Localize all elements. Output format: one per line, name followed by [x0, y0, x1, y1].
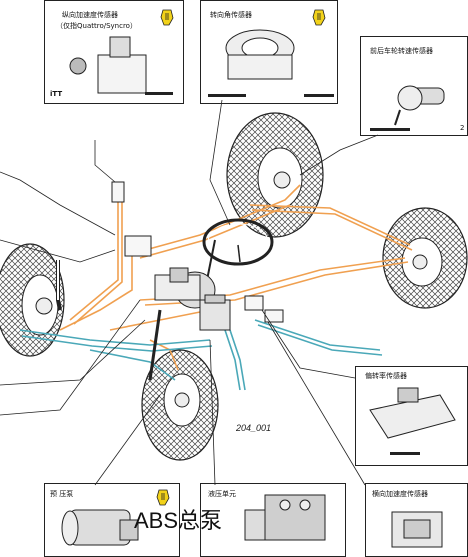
redaction-bar	[304, 94, 334, 97]
warning-hand-icon	[312, 9, 326, 26]
figure-id: 204_001	[236, 423, 272, 433]
callout-longitudinal-accel	[44, 0, 184, 104]
precharge-pump-device	[61, 509, 139, 546]
redaction-bar	[370, 128, 410, 131]
wheel-front-left	[0, 243, 65, 357]
long-accel-device	[69, 36, 147, 94]
precharge-pump-title: 预 压泵	[50, 490, 74, 498]
yaw-rate-title: 偏转率传感器	[365, 372, 407, 380]
wheel-rear-right	[382, 207, 468, 309]
redaction-bar	[208, 94, 246, 97]
control-module	[124, 235, 152, 257]
redaction-bar	[145, 92, 173, 95]
callout-yaw-rate	[355, 366, 468, 466]
yaw-rate-device	[369, 387, 456, 439]
long-accel-sensor-unit	[111, 181, 125, 203]
lateral-accel-device	[391, 511, 443, 548]
long-accel-title: 纵向加速度传感器	[62, 11, 118, 19]
hydraulic-unit-block	[199, 294, 231, 331]
warning-hand-icon	[160, 9, 174, 26]
lateral-sensor-unit	[264, 309, 284, 323]
long-accel-maker: iTT	[50, 90, 63, 98]
redaction-bar	[390, 452, 420, 455]
steering-angle-device	[225, 29, 295, 80]
wheel-rear-left	[141, 349, 219, 461]
teal-wiring	[19, 319, 383, 391]
wheel-speed-title: 前后车轮转速传感器	[370, 47, 433, 55]
hydraulic-unit-title: 液压单元	[208, 490, 236, 498]
yaw-sensor-unit	[244, 295, 264, 311]
warning-hand-icon	[156, 489, 170, 506]
steering-angle-title: 转向角传感器	[210, 11, 252, 19]
leader-lines	[0, 99, 379, 486]
wheel-speed-device	[394, 85, 445, 126]
hydraulic-unit-device	[244, 494, 326, 541]
callout-steering-angle	[200, 0, 338, 104]
long-accel-subtitle: （仅指Quattro/Syncro）	[56, 22, 137, 30]
lateral-accel-title: 横向加速度传感器	[372, 490, 428, 498]
wheel-speed-number: 2	[460, 124, 465, 132]
abs-master-cylinder-overlay: ABS总泵	[134, 508, 223, 533]
steering-wheel	[202, 218, 274, 291]
